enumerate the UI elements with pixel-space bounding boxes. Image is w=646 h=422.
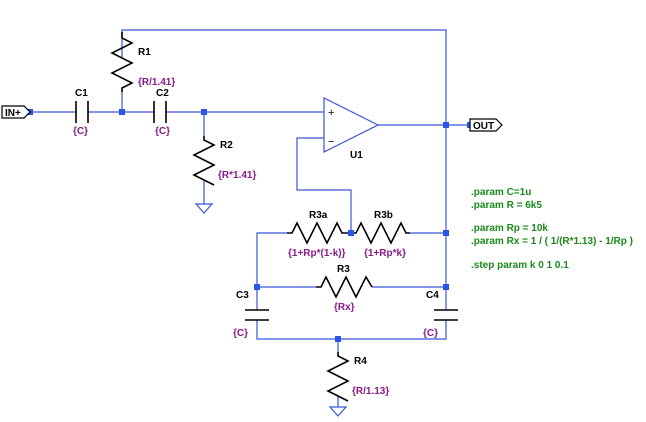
ground-r2-icon xyxy=(194,203,214,214)
spice-directives[interactable]: .param C=1u .param R = 6k5 .param Rp = 1… xyxy=(471,187,633,271)
r3-label: R3 xyxy=(337,264,350,275)
r3b-value: {1+Rp*k} xyxy=(364,248,406,259)
directive-param-rp: .param Rp = 10k xyxy=(471,223,548,234)
resistor-r2[interactable]: R2 {R*1.41} xyxy=(192,136,256,186)
opamp-minus-sign: − xyxy=(328,136,334,148)
capacitor-c3[interactable]: C3 {C} xyxy=(233,290,269,339)
output-port[interactable]: OUT xyxy=(469,118,503,132)
r1-value: {R/1.41} xyxy=(138,77,175,88)
c4-label: C4 xyxy=(426,290,439,301)
c4-value: {C} xyxy=(423,328,438,339)
c3-label: C3 xyxy=(236,290,249,301)
r4-value: {R/1.13} xyxy=(352,386,389,397)
resistor-r3[interactable]: R3 {Rx} xyxy=(316,264,373,313)
junction-dot xyxy=(443,284,449,290)
opamp-plus-sign: + xyxy=(328,107,334,119)
c3-value: {C} xyxy=(233,328,248,339)
wire-minus-feedback xyxy=(296,137,352,233)
junction-dot xyxy=(443,122,449,128)
opamp-u1[interactable]: + − U1 xyxy=(323,97,380,161)
directive-param-r: .param R = 6k5 xyxy=(471,200,542,211)
input-port-label: IN+ xyxy=(5,108,21,119)
resistor-r3b[interactable]: R3b {1+Rp*k} xyxy=(351,210,410,259)
wire-c3-bottom xyxy=(256,320,447,340)
ground-r4-icon xyxy=(328,406,348,417)
c1-label: C1 xyxy=(75,88,88,99)
capacitor-c2[interactable]: C2 {C} xyxy=(153,88,170,137)
r3b-label: R3b xyxy=(374,210,393,221)
junction-dot xyxy=(443,230,449,236)
wires xyxy=(30,29,470,407)
r2-label: R2 xyxy=(220,140,233,151)
r3a-value: {1+Rp*(1-k)} xyxy=(288,248,346,259)
c2-value: {C} xyxy=(155,126,170,137)
r1-label: R1 xyxy=(138,47,151,58)
r3-value: {Rx} xyxy=(334,302,355,313)
input-port[interactable]: IN+ xyxy=(1,105,31,119)
junction-dot xyxy=(254,284,260,290)
r3a-label: R3a xyxy=(309,210,328,221)
junctions xyxy=(27,109,473,342)
junction-dot xyxy=(335,336,341,342)
resistor-r4[interactable]: R4 {R/1.13} xyxy=(326,352,389,402)
opamp-label: U1 xyxy=(350,150,363,161)
resistor-r1[interactable]: R1 {R/1.41} xyxy=(110,32,175,92)
r2-value: {R*1.41} xyxy=(218,170,256,181)
directive-step: .step param k 0 1 0.1 xyxy=(471,260,569,271)
output-port-label: OUT xyxy=(473,121,494,132)
capacitor-c4[interactable]: C4 {C} xyxy=(423,290,458,339)
wire-r3a-left xyxy=(256,232,287,287)
junction-dot xyxy=(348,230,354,236)
c1-value: {C} xyxy=(73,126,88,137)
c2-label: C2 xyxy=(156,88,169,99)
junction-dot xyxy=(119,109,125,115)
wire-top-feedback xyxy=(121,29,447,233)
r4-label: R4 xyxy=(354,356,367,367)
resistor-r3a[interactable]: R3a {1+Rp*(1-k)} xyxy=(287,210,351,259)
capacitor-c1[interactable]: C1 {C} xyxy=(73,88,89,137)
directive-param-c: .param C=1u xyxy=(471,187,531,198)
directive-param-rx: .param Rx = 1 / ( 1/(R*1.13) - 1/Rp ) xyxy=(471,236,633,247)
junction-dot xyxy=(201,109,207,115)
